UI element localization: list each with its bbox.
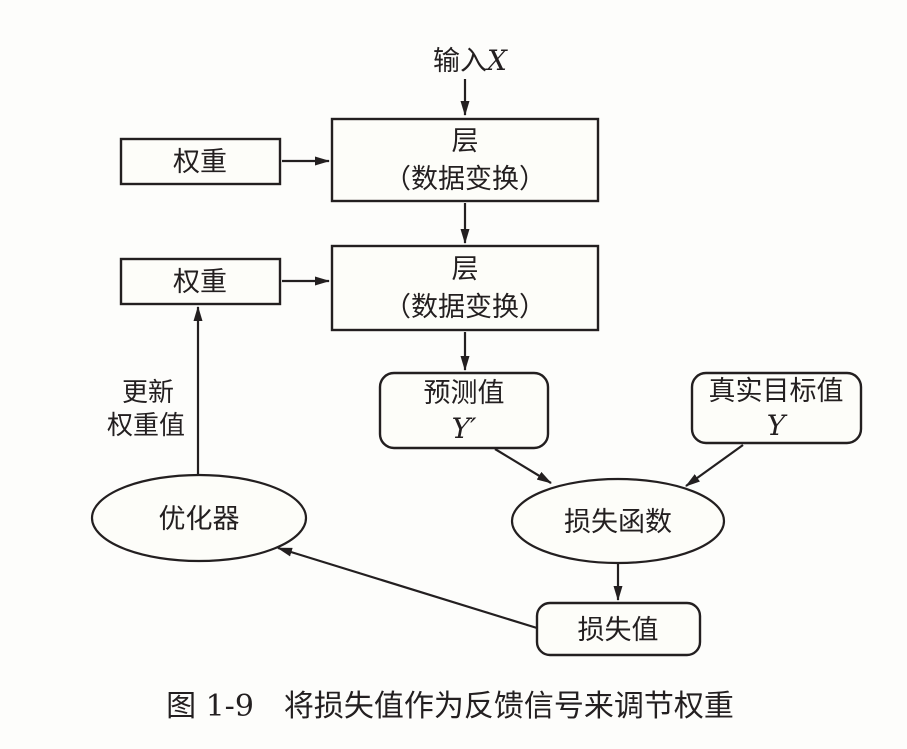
weights-top-label: 权重 bbox=[173, 147, 227, 178]
layer-bottom-subtitle: （数据变换） bbox=[384, 292, 546, 323]
layer-bottom-title: 层 bbox=[452, 254, 479, 285]
predictions-box bbox=[378, 371, 550, 450]
arrow-predictions-to-loss-function bbox=[494, 448, 552, 484]
layer-top-title: 层 bbox=[452, 126, 479, 157]
true-targets-variable: Y bbox=[767, 409, 788, 442]
update-weights-label-line2: 权重值 bbox=[107, 411, 185, 441]
loss-value-box bbox=[535, 601, 702, 657]
input-variable: X bbox=[485, 44, 508, 77]
loss-function-ellipse bbox=[510, 477, 726, 565]
update-weights-label-line1: 更新 bbox=[122, 378, 174, 408]
true-targets-box bbox=[690, 371, 863, 445]
weights-bottom-box bbox=[119, 257, 282, 306]
layer-bottom-box bbox=[330, 244, 600, 332]
true-targets-label: 真实目标值 bbox=[709, 376, 844, 407]
arrow-loss-value-to-optimizer bbox=[277, 546, 538, 630]
predictions-label: 预测值 bbox=[424, 378, 505, 409]
layer-top-subtitle: （数据变换） bbox=[384, 164, 546, 195]
loss-value-label: 损失值 bbox=[578, 615, 659, 646]
arrow-true-targets-to-loss-function bbox=[685, 444, 744, 487]
weights-top-box bbox=[119, 137, 282, 186]
weights-bottom-label: 权重 bbox=[173, 267, 227, 298]
figure-caption: 图 1-9 将损失值作为反馈信号来调节权重 bbox=[166, 689, 734, 724]
input-label-text: 输入 bbox=[433, 46, 487, 77]
layer-top-box bbox=[330, 117, 600, 203]
loss-function-label: 损失函数 bbox=[564, 507, 672, 538]
predictions-variable: Y′ bbox=[452, 412, 477, 445]
optimizer-label: 优化器 bbox=[159, 504, 240, 535]
input-label: 输入X bbox=[433, 44, 508, 77]
